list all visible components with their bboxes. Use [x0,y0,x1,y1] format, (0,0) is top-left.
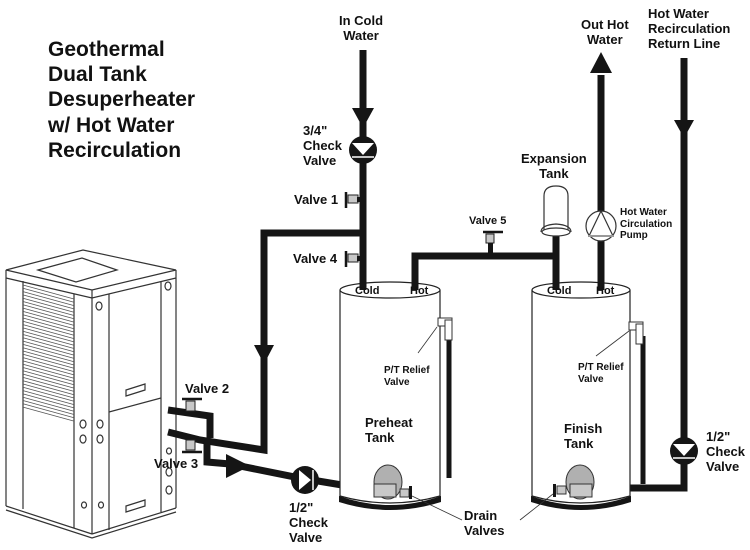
grille-louver [22,311,75,326]
grille-louver [22,353,75,369]
grille-louver [22,400,75,415]
recirc-down-arrow-icon [674,120,694,138]
grille-louver [22,396,75,412]
grille-louver [22,406,75,422]
cold-in-arrow-icon [352,108,374,128]
valve-4-icon [344,251,363,267]
geothermal-heat-pump-unit [5,249,177,539]
desuperheater-supply-pipe [167,229,363,455]
finish-tank [519,281,644,521]
expansion-tank-label: Expansion Tank [521,151,587,181]
supply-down-arrow-icon [254,345,274,364]
preheat-relief-valve-label: P/T Relief Valve [384,365,430,388]
finish-relief-valve-label: P/T Relief Valve [578,362,624,385]
grille-louver [22,314,75,330]
unit-grille [22,284,75,422]
circulation-pump-label: Hot Water Circulation Pump [620,207,673,241]
grille-louver [22,294,75,310]
check-valve-1-2-right-icon [670,437,698,465]
grille-louver [22,377,75,392]
return-right-arrow-icon [226,454,250,478]
finish-cold-port-label: Cold [547,285,572,297]
grille-louver [22,344,75,359]
finish-relief-valve-icon [595,321,644,357]
valve-5-label: Valve 5 [469,215,507,227]
valve-4-label: Valve 4 [293,251,338,266]
grille-louver [22,334,75,349]
diagram-title: Geothermal Dual Tank Desuperheater w/ Ho… [48,38,196,162]
preheat-to-finish-pipe [411,252,560,290]
grille-louver [22,330,75,346]
grille-louver [22,297,75,313]
grille-louver [22,337,75,353]
valve-3-icon [182,439,202,454]
valve-5-icon [483,230,503,253]
drain-valves-label: Drain Valves [464,508,505,538]
preheat-relief-valve-icon [417,317,453,354]
valve-2-label: Valve 2 [185,381,230,396]
valve-2-icon [182,397,202,412]
grille-louver [22,284,75,300]
expansion-tank-icon [540,185,572,237]
preheat-element-and-drain-icon [373,464,463,521]
grille-louver [22,373,75,389]
check-valve-3-4-icon [349,136,377,164]
check-valve-1-2-right-label: 1/2" Check Valve [706,429,746,474]
grille-louver [22,363,75,379]
check-valve-1-2-left-label: 1/2" Check Valve [289,500,329,545]
grille-louver [22,390,75,405]
grille-louver [22,350,75,366]
grille-louver [22,393,75,409]
grille-louver [22,347,75,363]
preheat-cold-port-label: Cold [355,285,380,297]
grille-louver [22,307,75,323]
grille-louver [22,317,75,333]
grille-louver [22,324,75,339]
grille-louver [22,320,75,336]
check-valve-1-2-left-icon [291,466,319,494]
check-valve-3-4-label: 3/4" Check Valve [303,123,343,168]
valve-1-icon [344,192,363,208]
valve-1-label: Valve 1 [294,192,339,207]
flow-arrows [226,52,694,478]
grille-louver [22,301,75,316]
grille-louver [22,287,75,303]
grille-louver [22,370,75,386]
desuperheater-valve2-pipe [167,406,214,438]
finish-element-and-drain-icon [519,464,595,521]
grille-louver [22,357,75,372]
preheat-tank-label: Preheat Tank [365,415,413,445]
valve-3-label: Valve 3 [154,456,199,471]
in-cold-water-label: In Cold Water [339,13,384,43]
out-hot-up-arrow-icon [590,52,612,73]
grille-louver [22,367,75,382]
grille-louver [22,386,75,402]
preheat-hot-port-label: Hot [410,285,429,297]
grille-louver [22,360,75,376]
circulation-pump-icon [585,209,617,242]
grille-louver [22,327,75,343]
grille-louver [22,291,75,306]
finish-tank-label: Finish Tank [564,421,603,451]
grille-louver [22,340,75,356]
grille-louver [22,383,75,399]
recirculation-return-line-label: Hot Water Recirculation Return Line [648,6,731,51]
out-hot-water-label: Out Hot Water [581,17,629,47]
grille-louver [22,304,75,320]
grille-louver [22,403,75,419]
preheat-tank [339,281,463,521]
grille-louver [22,380,75,396]
finish-hot-port-label: Hot [596,285,615,297]
